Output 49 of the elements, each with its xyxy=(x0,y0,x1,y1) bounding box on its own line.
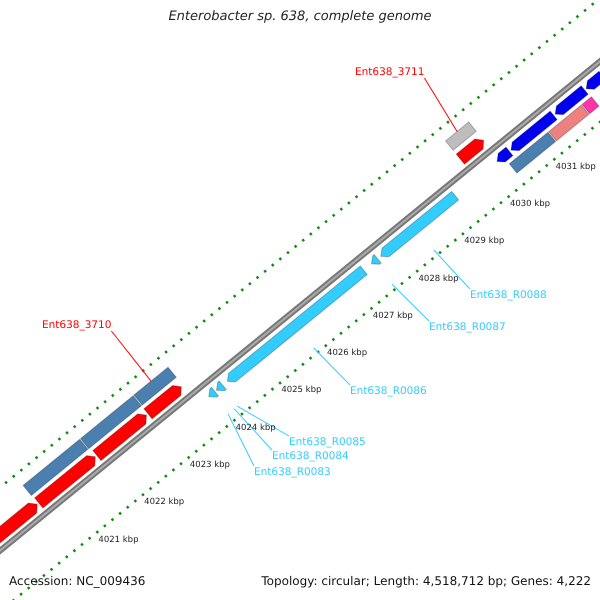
leader-line xyxy=(234,408,272,450)
scale-label: 4027 kbp xyxy=(372,310,413,321)
scale-label: 4025 kbp xyxy=(281,385,322,396)
gene-label: Ent638_R0087 xyxy=(429,321,506,333)
pointed-gene-block xyxy=(380,190,460,258)
gene-label: Ent638_3711 xyxy=(355,66,424,78)
gene-block xyxy=(80,395,142,450)
pointed-gene-block xyxy=(586,70,600,90)
scale-label: 4031 kbp xyxy=(556,162,596,172)
leader-line xyxy=(228,413,254,466)
gene-block xyxy=(508,132,556,174)
scale-label: 4029 kbp xyxy=(464,236,504,246)
leader-line xyxy=(391,284,430,322)
pointed-gene-block xyxy=(208,386,220,398)
leader-line xyxy=(313,347,350,386)
gene-label: Ent638_3710 xyxy=(42,319,112,331)
footer-text: Accession: NC_009436 xyxy=(9,574,146,588)
pointed-gene-block xyxy=(143,384,182,420)
gene-block xyxy=(548,104,590,142)
scale-label: 4023 kbp xyxy=(190,460,230,470)
leader-line xyxy=(110,330,152,382)
pointed-gene-block xyxy=(226,265,368,382)
gene-block xyxy=(581,96,600,114)
leader-line xyxy=(433,249,470,290)
scale-label: 4022 kbp xyxy=(144,497,184,508)
gene-label: Ent638_R0088 xyxy=(470,289,547,301)
gene-label: Ent638_R0085 xyxy=(289,436,366,448)
pointed-gene-block xyxy=(510,110,558,152)
gene-label: Ent638_R0086 xyxy=(350,385,427,397)
pointed-gene-block xyxy=(554,85,589,116)
scale-label: 4030 kbp xyxy=(510,198,550,209)
pointed-gene-block xyxy=(92,413,148,462)
leader-line xyxy=(424,78,458,132)
footer-text: Topology: circular; Length: 4,518,712 bp; Genes: 4,222 xyxy=(261,574,591,588)
pointed-gene-block xyxy=(34,455,96,509)
scale-label: 4028 kbp xyxy=(418,274,459,284)
pointed-gene-block xyxy=(496,146,514,163)
gene-label: Ent638_R0083 xyxy=(254,466,331,478)
pointed-gene-block xyxy=(216,380,227,392)
pointed-gene-block xyxy=(456,138,484,165)
leader-line xyxy=(236,406,290,436)
scale-label: 4021 kbp xyxy=(98,534,138,545)
gene-label: Ent638_R0084 xyxy=(272,450,349,462)
pointed-gene-block xyxy=(370,254,382,265)
gene-block xyxy=(22,438,89,496)
gene-block xyxy=(133,366,177,406)
scale-label: 4026 kbp xyxy=(327,348,368,358)
map-title: Enterobacter sp. 638, complete genome xyxy=(167,9,433,24)
gene-block xyxy=(444,121,477,151)
